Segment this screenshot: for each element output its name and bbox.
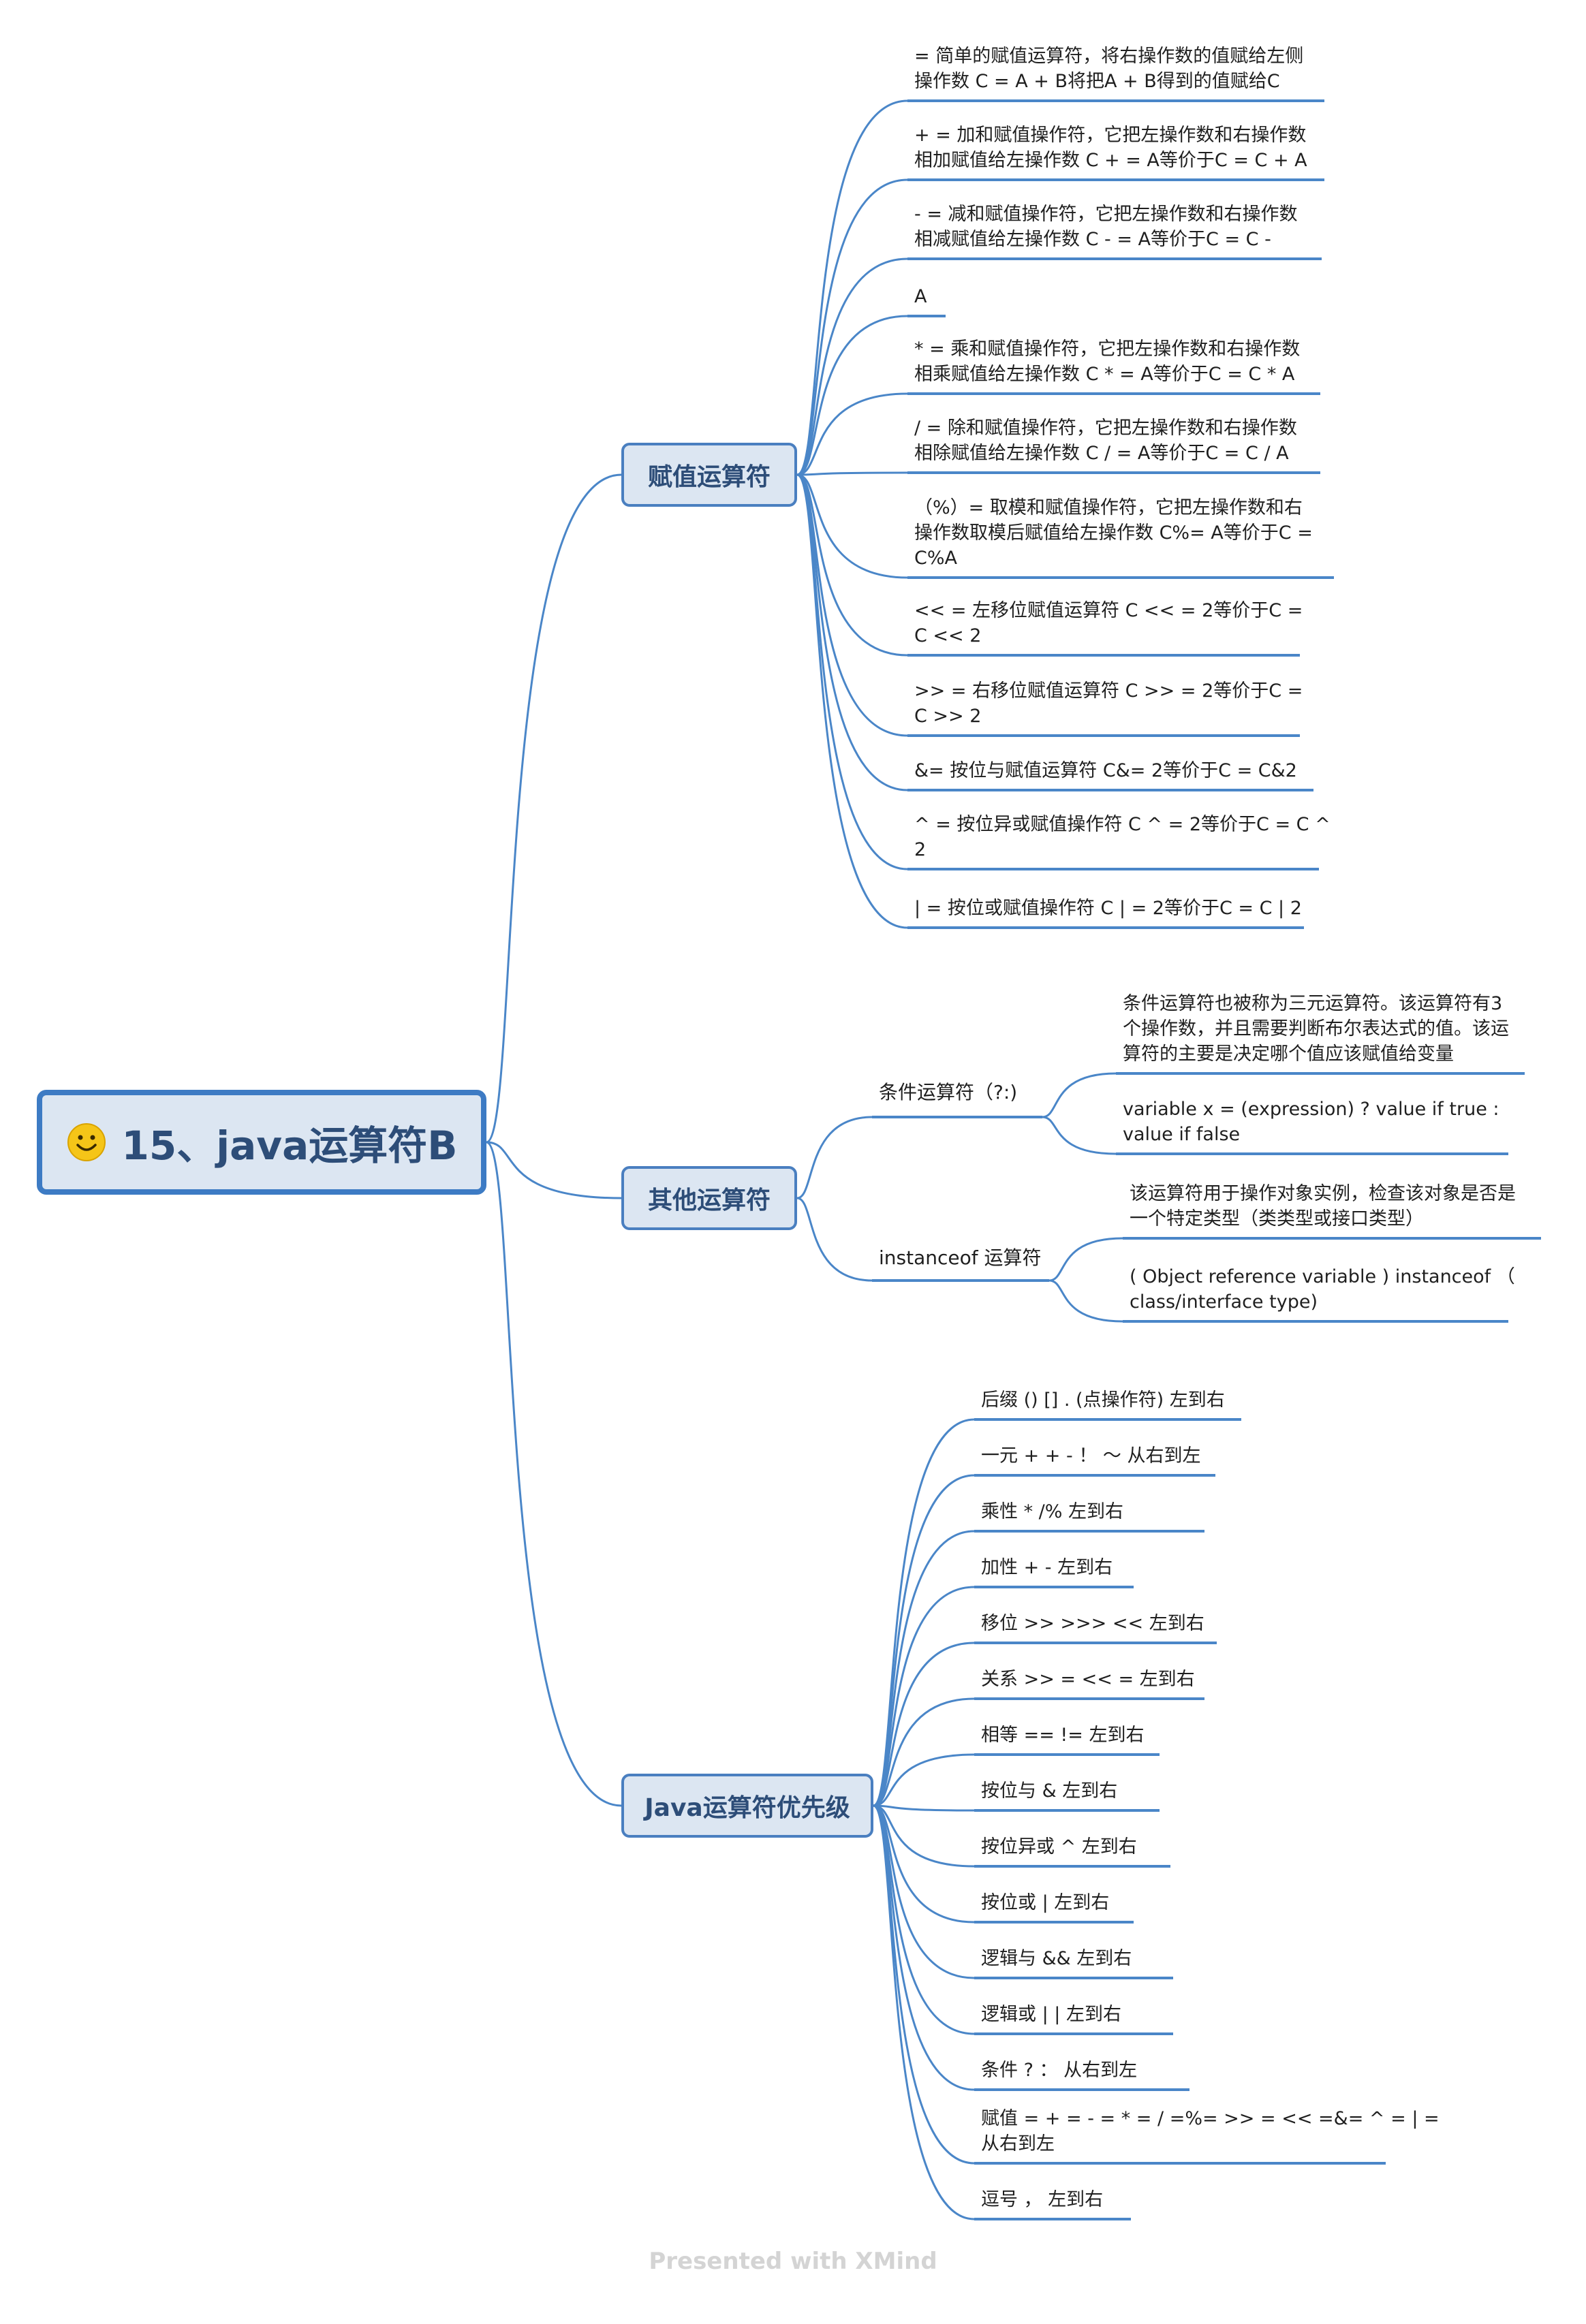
footer-watermark: Presented with XMind [649,2248,937,2275]
leaf-item-conditional-1[interactable]: variable x = (expression) ? value if tru… [1123,1099,1499,1145]
leaf-item-precedence-1[interactable]: 一元 + + - ！ ～ 从右到左 [981,1445,1201,1466]
leaf-item-assign-9[interactable]: &= 按位与赋值运算符 C&= 2等价于C = C&2 [914,760,1297,781]
topic-label: 其他运算符 [647,1187,771,1214]
connector-line [796,257,908,476]
leaf-item-conditional-0[interactable]: 条件运算符也被称为三元运算符。该运算符有3 个操作数，并且需要判断布尔表达式的值… [1123,993,1509,1065]
leaf-item-instanceof-0[interactable]: 该运算符用于操作对象实例，检查该对象是否是 一个特定类型（类类型或接口类型） [1130,1183,1516,1229]
connector-line [796,473,908,929]
topic-other-operators[interactable]: 其他运算符 [621,1166,797,1230]
connector-line [796,473,908,657]
leaf-item-precedence-14[interactable]: 逗号 ， 左到右 [981,2189,1104,2210]
subtopic-conditional[interactable]: 条件运算符（?:) [879,1081,1018,1103]
leaf-item-assign-1[interactable]: + = 加和赋值操作符，它把左操作数和右操作数 相加赋值给左操作数 C + = … [914,125,1307,171]
connector-line [796,178,908,476]
subtopic-instanceof[interactable]: instanceof 运算符 [879,1246,1042,1269]
connector-line [873,1642,975,1807]
connector-line [796,392,908,476]
leaf-item-precedence-2[interactable]: 乘性 * /% 左到右 [981,1501,1123,1522]
topic-label: 赋值运算符 [647,463,771,491]
connector-line [796,1197,873,1282]
connector-line [486,1141,622,1199]
connector-line [873,1804,975,1868]
leaf-item-instanceof-1[interactable]: ( Object reference variable ) instanceof… [1130,1266,1515,1313]
leaf-item-precedence-4[interactable]: 移位 >> >>> << 左到右 [981,1613,1204,1634]
connector-line [1042,1072,1117,1118]
leaf-item-precedence-8[interactable]: 按位异或 ^ 左到右 [981,1836,1137,1857]
connector-line [486,1141,622,1807]
connector-line [1042,1116,1117,1155]
leaf-item-assign-7[interactable]: << = 左移位赋值运算符 C << = 2等价于C = C << 2 [914,600,1303,646]
leaf-item-precedence-0[interactable]: 后缀 () [] . (点操作符) 左到右 [981,1389,1225,1411]
leaf-item-assign-10[interactable]: ^ = 按位异或赋值操作符 C ^ = 2等价于C = C ^ 2 [914,814,1331,860]
leaf-item-precedence-7[interactable]: 按位与 & 左到右 [981,1780,1118,1802]
connector-line [796,99,908,476]
connector-line [796,1116,873,1199]
connector-line [796,315,908,476]
leaf-item-precedence-10[interactable]: 逻辑与 && 左到右 [981,1948,1132,1969]
connector-line [873,1697,975,1807]
leaf-item-precedence-3[interactable]: 加性 + - 左到右 [981,1557,1113,1578]
connector-line [873,1804,975,2220]
leaf-item-assign-4[interactable]: * = 乘和赋值操作符，它把左操作数和右操作数 相乘赋值给左操作数 C * = … [914,339,1301,385]
connector-line [796,473,908,791]
connector-line [873,1753,975,1807]
leaf-item-assign-8[interactable]: >> = 右移位赋值运算符 C >> = 2等价于C = C >> 2 [914,680,1303,727]
leaf-item-assign-11[interactable]: | = 按位或赋值操作符 C | = 2等价于C = C | 2 [914,898,1302,919]
leaf-item-precedence-9[interactable]: 按位或 | 左到右 [981,1892,1110,1913]
topic-operator-precedence[interactable]: Java运算符优先级 [621,1774,873,1838]
leaf-item-precedence-13[interactable]: 赋值 = + = - = * = / =%= >> = << =&= ^ = |… [981,2108,1440,2154]
leaf-item-assign-6[interactable]: （%）= 取模和赋值操作符，它把左操作数和右 操作数取模后赋值给左操作数 C%=… [914,497,1313,569]
connector-line [873,1586,975,1807]
leaf-item-assign-0[interactable]: = 简单的赋值运算符，将右操作数的值赋给左侧 操作数 C = A + B将把A … [914,46,1304,92]
leaf-item-assign-5[interactable]: / = 除和赋值操作符，它把左操作数和右操作数 相除赋值给左操作数 C / = … [914,418,1297,464]
leaf-item-assign-2[interactable]: - = 减和赋值操作符，它把左操作数和右操作数 相减赋值给左操作数 C - = … [914,204,1298,250]
connector-line [873,1804,975,1923]
root-topic[interactable]: 15、java运算符B [37,1090,486,1195]
connector-line [796,473,908,579]
topic-assignment-operators[interactable]: 赋值运算符 [621,443,797,507]
connector-line [1048,1237,1123,1282]
root-title: 15、java运算符B [121,1122,458,1169]
leaf-item-assign-3[interactable]: A [914,286,927,307]
leaf-item-precedence-6[interactable]: 相等 == != 左到右 [981,1725,1145,1746]
leaf-item-precedence-5[interactable]: 关系 >> = << = 左到右 [981,1669,1195,1690]
connector-line [486,473,622,1144]
leaf-item-precedence-12[interactable]: 条件 ? ： 从右到左 [981,2060,1138,2081]
connector-line [796,471,908,476]
leaf-item-precedence-11[interactable]: 逻辑或 | | 左到右 [981,2004,1121,2025]
smiley-icon [67,1123,106,1161]
connector-line [1048,1279,1123,1323]
connector-line [873,1804,975,1812]
topic-label: Java运算符优先级 [644,1794,850,1822]
